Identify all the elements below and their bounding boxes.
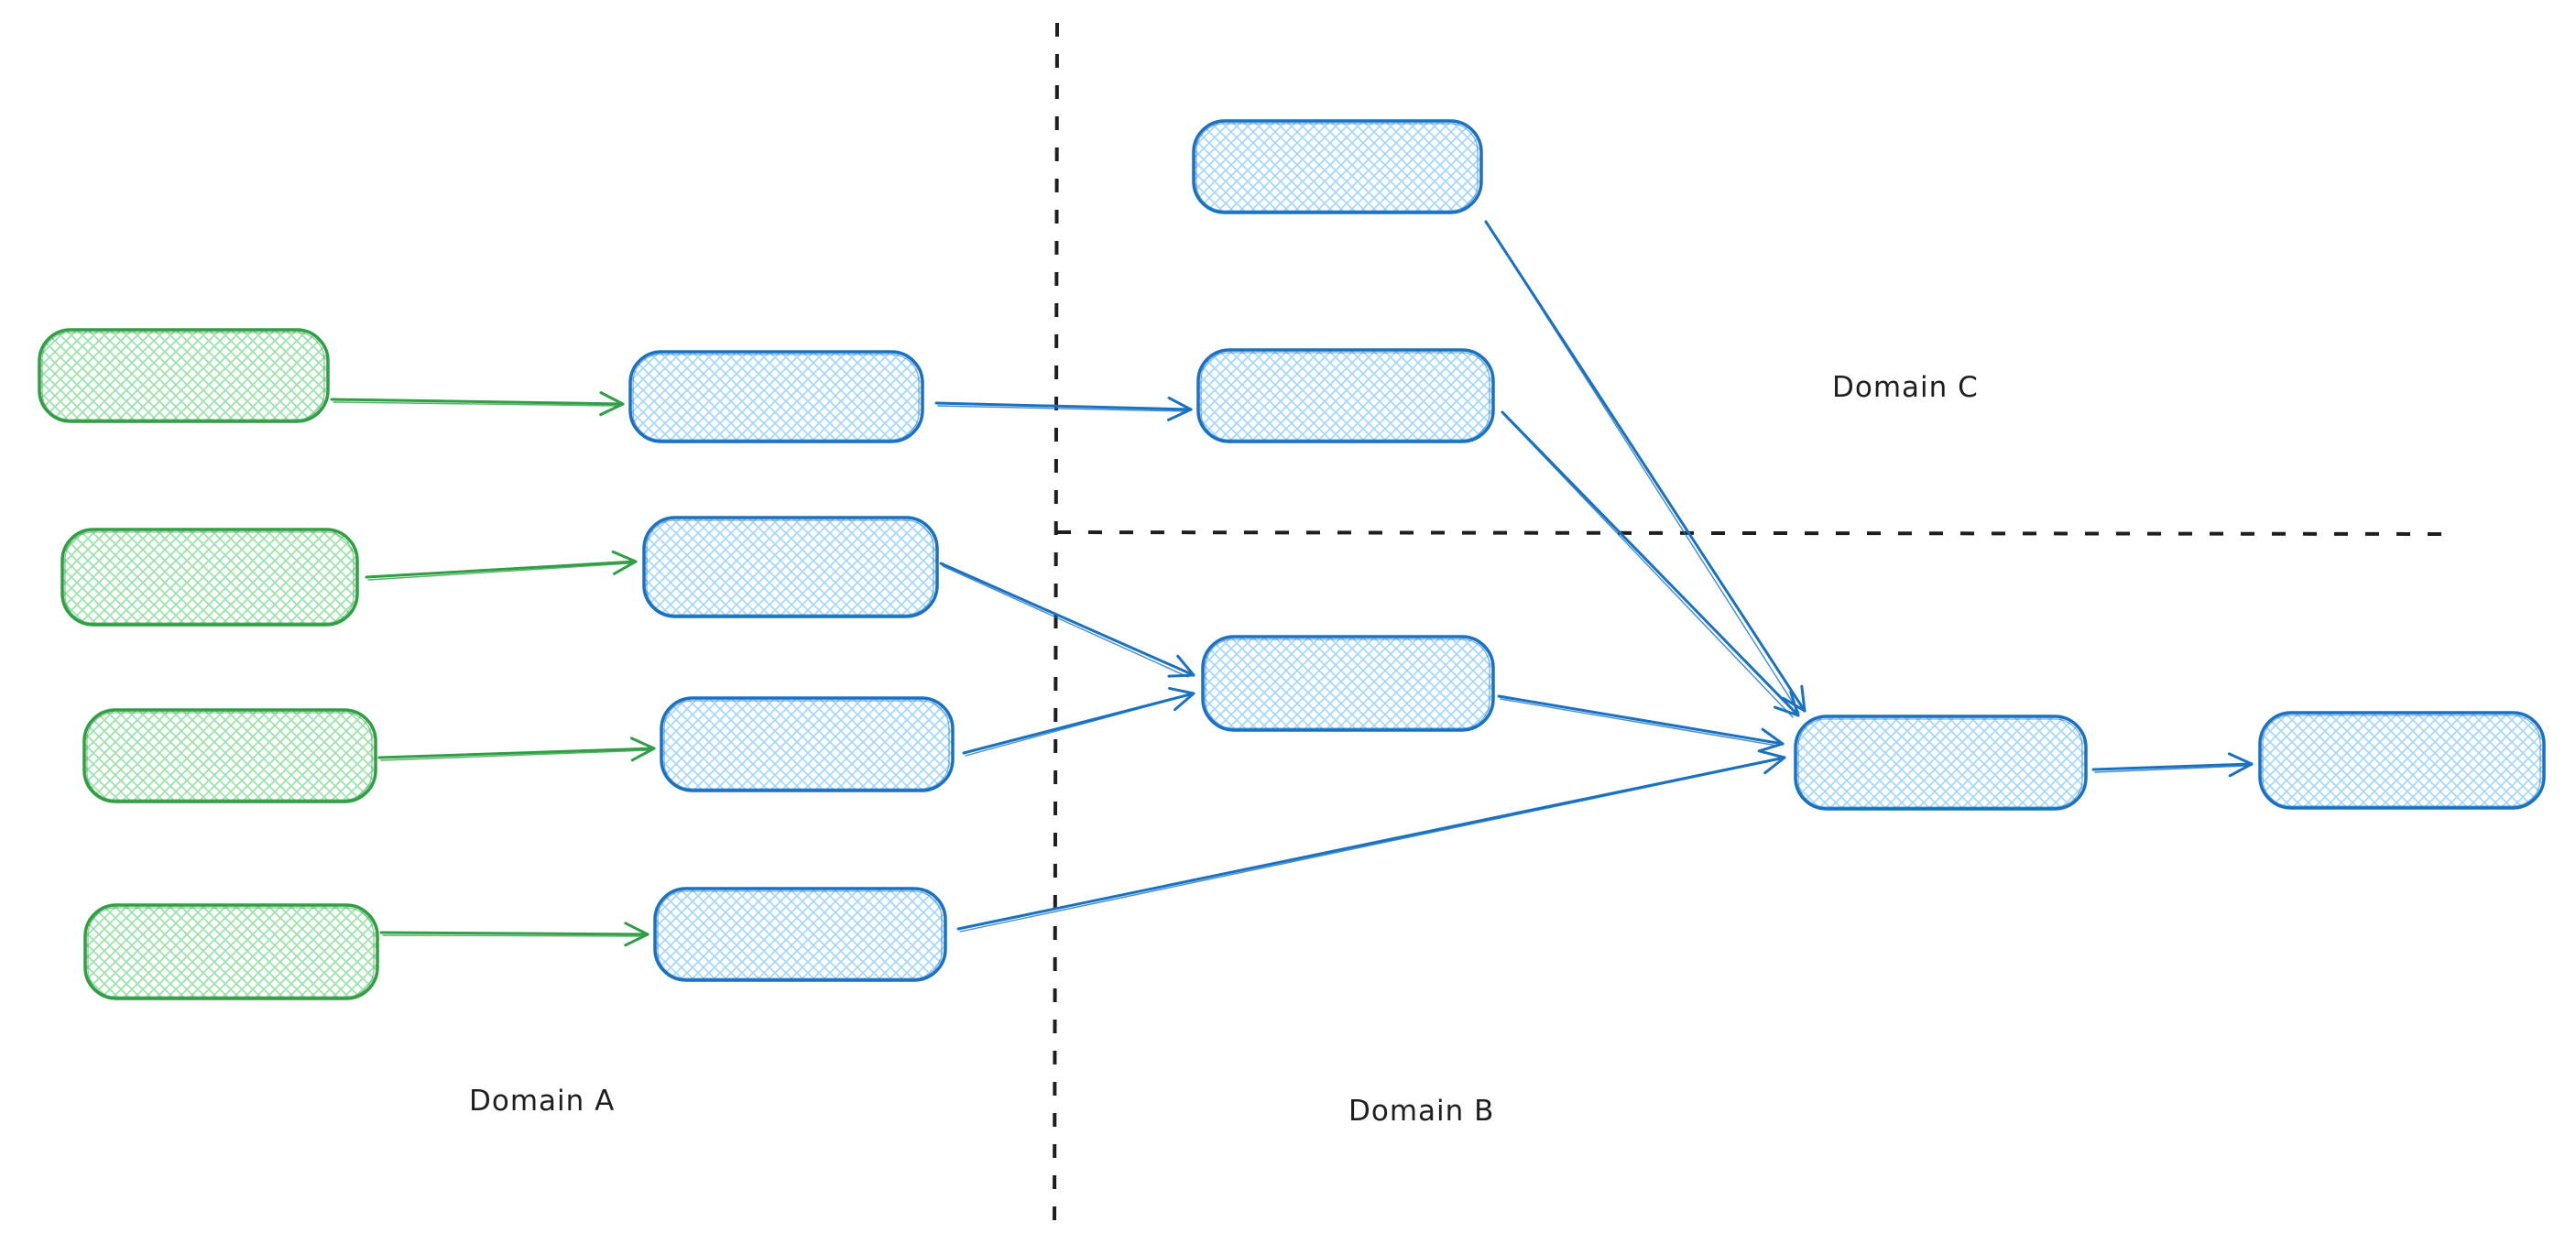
divider-horizontal [1056,530,2447,536]
blue-box-4 [653,887,947,982]
blue-box-6 [1196,348,1495,443]
arrow-g2-b2 [365,550,638,581]
blue-box-2 [642,516,939,618]
arrow-b2-b7 [939,562,1195,678]
blue-box-8 [1794,715,2088,811]
arrow-b8-b9 [2091,752,2254,778]
blue-box-3 [660,696,955,792]
green-box-2 [60,528,359,627]
arrow-g1-b1 [330,391,625,417]
green-box-1 [38,328,330,423]
arrow-b4-b8 [956,749,1786,933]
domain-b-label: Domain B [1348,1095,1494,1128]
arrow-b3-b7 [962,686,1195,757]
arrow-g4-b4 [379,922,649,947]
domain-a-label: Domain A [469,1085,615,1118]
arrow-b5-b8 [1484,220,1806,714]
arrow-b7-b8 [1497,694,1785,753]
arrow-b6-b8 [1501,410,1800,718]
green-box-3 [82,708,377,803]
green-box-4 [83,903,379,1000]
blue-box-9 [2258,711,2546,810]
domain-c-label: Domain C [1832,371,1979,404]
blue-box-7 [1201,635,1495,732]
blue-box-5 [1192,119,1483,214]
arrow-g3-b3 [377,737,656,762]
arrow-b1-b6 [934,396,1193,421]
divider-vertical [1053,22,1059,1238]
blue-box-1 [628,350,924,443]
